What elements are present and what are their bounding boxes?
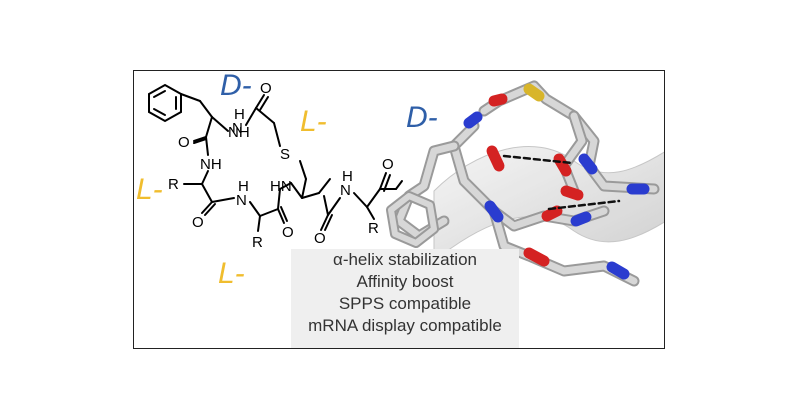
atom-hn-mid: HN [270, 178, 292, 195]
label-d-right: D- [406, 101, 438, 134]
atom-s: S [280, 146, 290, 163]
hydrogen-bond-2 [547, 199, 621, 211]
atom-o-bottom-left: O [192, 214, 204, 231]
benzene-ring [148, 83, 182, 123]
atom-nh-left: NH [200, 156, 222, 173]
atom-r-left: R [168, 176, 179, 193]
feature-list: α-helix stabilization Affinity boost SPP… [291, 249, 519, 348]
feature-item: α-helix stabilization [332, 250, 477, 269]
atom-h-top: H [234, 106, 245, 123]
label-l-top: L- [300, 105, 327, 138]
atom-o-right-top: O [382, 156, 394, 173]
atom-n-mid: N [236, 192, 247, 209]
feature-item: Affinity boost [356, 272, 454, 291]
atom-o-top: O [260, 80, 272, 97]
label-d-top: D- [220, 70, 252, 102]
label-l-left: L- [136, 173, 163, 206]
atom-nh-top: NH [228, 124, 250, 141]
chemical-structure: NH H N S O O NH R O H N R O HN O H N O R [148, 80, 664, 287]
atom-h-mid: H [238, 178, 249, 195]
figure-frame: NH H N S O O NH R O H N R O HN O H N O R [133, 70, 665, 349]
atom-n-right: N [340, 182, 351, 199]
atom-r-right: R [368, 220, 379, 237]
stick-model [386, 80, 660, 287]
feature-item: SPPS compatible [338, 294, 472, 313]
atom-o-right-mid: O [314, 230, 326, 247]
label-l-bottom: L- [218, 257, 245, 290]
atom-o-left: O [178, 134, 190, 151]
skeletal-formula [148, 83, 403, 232]
atom-n-top: N [232, 120, 243, 137]
hydrogen-bond-1 [502, 154, 574, 165]
atom-r-bottom: R [252, 234, 263, 251]
atom-o-mid: O [282, 224, 294, 241]
helix-ribbon [433, 146, 664, 263]
atom-h-right: H [342, 168, 353, 185]
feature-item: mRNA display compatible [308, 316, 502, 335]
